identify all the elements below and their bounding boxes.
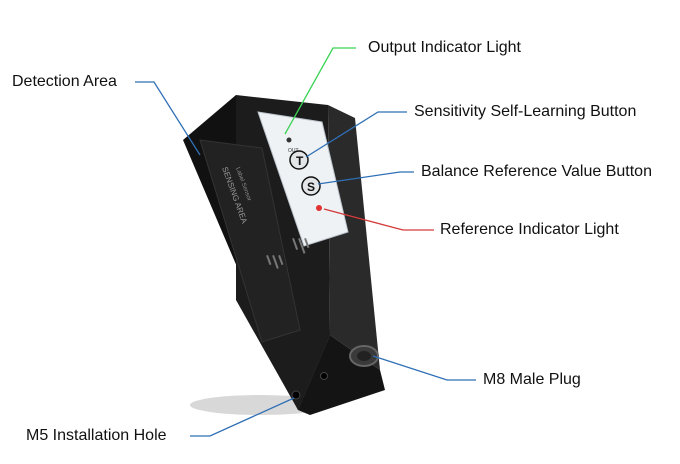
sensitivity-button-label: Sensitivity Self-Learning Button <box>414 103 637 120</box>
m8-plug-inner <box>357 351 371 361</box>
sensitivity-button[interactable] <box>289 150 309 170</box>
spec-text-block <box>266 237 310 269</box>
callout-line-balance <box>317 171 414 185</box>
output-indicator-light-label: Output Indicator Light <box>368 39 521 56</box>
callout-line-m5 <box>190 397 295 437</box>
callout-line-m8 <box>372 355 476 381</box>
output-led <box>286 137 292 143</box>
balance-button[interactable] <box>301 176 321 196</box>
m8-male-plug-label: M8 Male Plug <box>483 371 581 388</box>
m5-hole-2 <box>320 372 328 380</box>
callout-line-reference <box>323 208 434 231</box>
sensor-bottom <box>298 335 385 415</box>
detection-area-face <box>199 139 301 343</box>
m5-installation-hole-label: M5 Installation Hole <box>26 427 167 444</box>
balance-button-label: Balance Reference Value Button <box>421 163 652 180</box>
reference-indicator-light-label: Reference Indicator Light <box>440 221 619 238</box>
m5-hole <box>291 390 301 400</box>
out-tiny-label: OUT <box>288 148 299 154</box>
callout-line-detection <box>135 81 201 156</box>
callout-line-sensitivity <box>305 111 407 158</box>
reference-led <box>316 205 322 211</box>
button-s-label: S <box>307 180 315 194</box>
button-t-label: T <box>296 154 304 168</box>
detection-area-label: Detection Area <box>12 73 117 90</box>
callout-line-output <box>284 47 356 135</box>
sensor-right-side <box>328 105 380 370</box>
